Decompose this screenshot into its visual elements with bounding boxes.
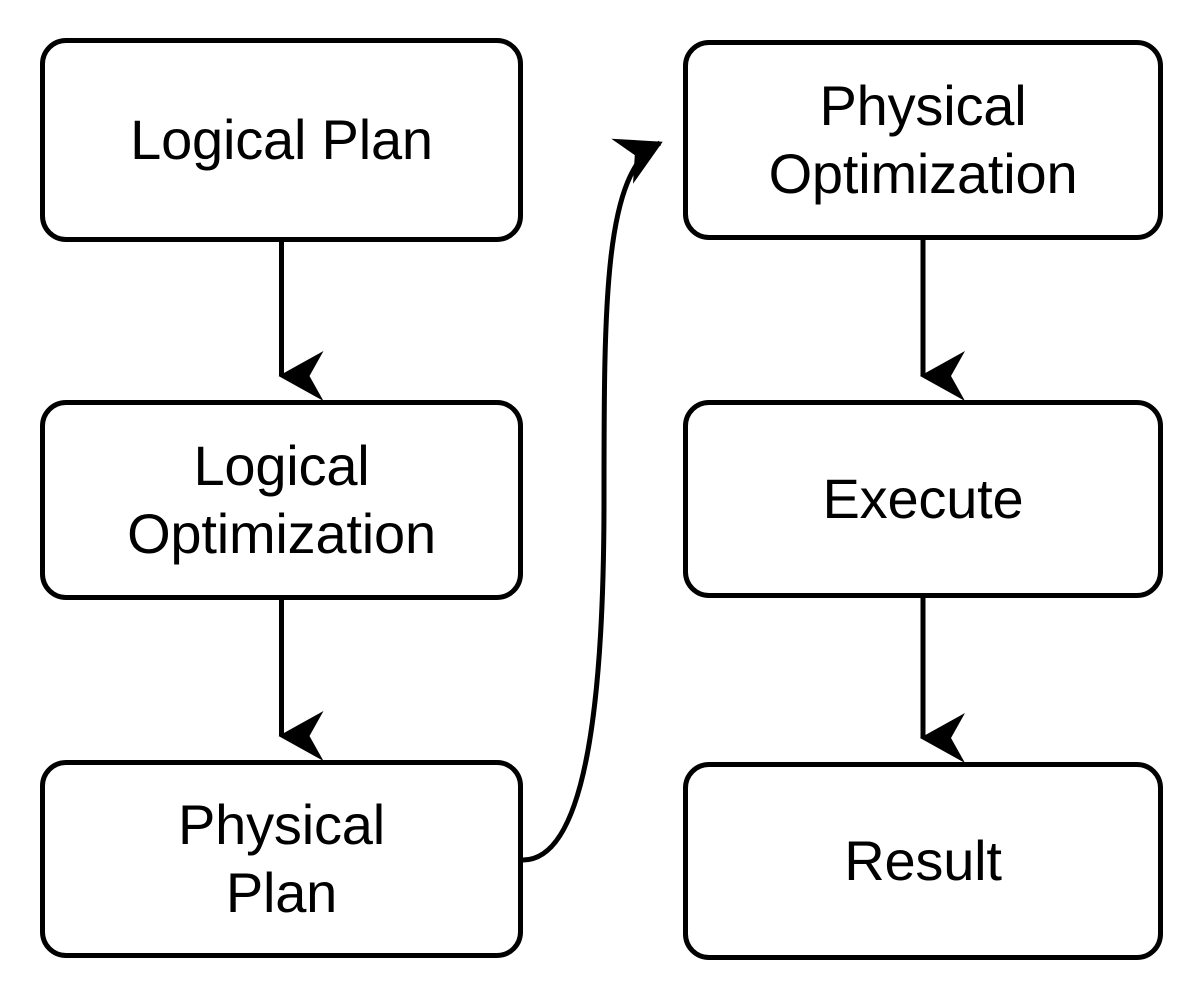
node-physical-plan-label: Physical Plan [178, 793, 385, 924]
node-physical-optimization-label: Physical Optimization [768, 74, 1078, 205]
node-logical-optimization-label: Logical Optimization [127, 434, 436, 565]
edge-physical-plan-to-physical-optimization [522, 138, 663, 863]
node-physical-optimization[interactable]: Physical Optimization [683, 40, 1163, 240]
node-result-label: Result [844, 829, 1002, 892]
node-logical-plan-label: Logical Plan [130, 108, 433, 171]
node-logical-optimization[interactable]: Logical Optimization [40, 400, 523, 600]
node-logical-plan[interactable]: Logical Plan [40, 38, 523, 242]
node-execute-label: Execute [822, 467, 1024, 530]
node-physical-plan[interactable]: Physical Plan [40, 760, 523, 958]
node-execute[interactable]: Execute [683, 400, 1163, 598]
node-result[interactable]: Result [683, 762, 1163, 960]
